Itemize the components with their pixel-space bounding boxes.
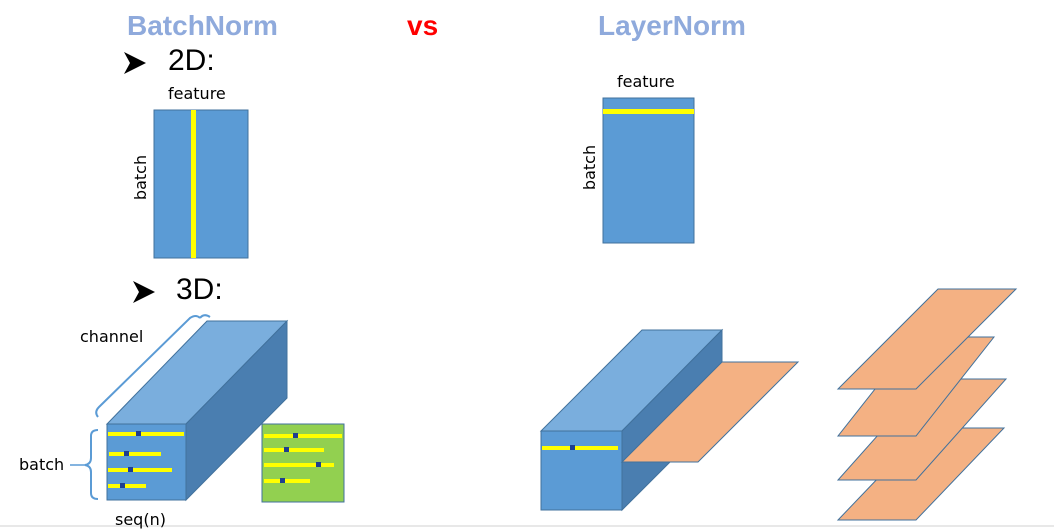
section-2d-label: 2D: bbox=[168, 44, 215, 77]
channel-brace bbox=[95, 314, 211, 418]
section-3d-label: 3D: bbox=[176, 273, 223, 306]
batchnorm-2d-matrix bbox=[153, 109, 249, 259]
batch-brace bbox=[84, 429, 99, 500]
layernorm-orange-plane bbox=[620, 361, 800, 463]
stacked-orange-planes bbox=[836, 288, 1018, 521]
batch-row-highlight bbox=[603, 109, 694, 114]
vs-title: vs bbox=[407, 10, 439, 41]
batch-label-3d: batch bbox=[19, 455, 65, 474]
seq-label: seq(n) bbox=[115, 510, 166, 529]
batch-label-layernorm-2d: batch bbox=[580, 144, 600, 191]
batch-label-batchnorm-2d: batch bbox=[131, 154, 151, 201]
feature-label-layernorm: feature bbox=[617, 72, 675, 91]
batchnorm-title: BatchNorm bbox=[127, 10, 278, 41]
feature-label-batchnorm: feature bbox=[168, 84, 226, 103]
feature-column-highlight bbox=[191, 110, 196, 258]
layernorm-title: LayerNorm bbox=[598, 10, 746, 41]
channel-label: channel bbox=[80, 327, 144, 346]
layernorm-2d-matrix bbox=[602, 97, 695, 244]
arrowhead-bullet-icon bbox=[133, 281, 155, 303]
arrowhead-bullet-icon bbox=[124, 52, 146, 74]
batchnorm-3d-cuboid bbox=[105, 319, 289, 502]
green-slice bbox=[261, 423, 345, 503]
